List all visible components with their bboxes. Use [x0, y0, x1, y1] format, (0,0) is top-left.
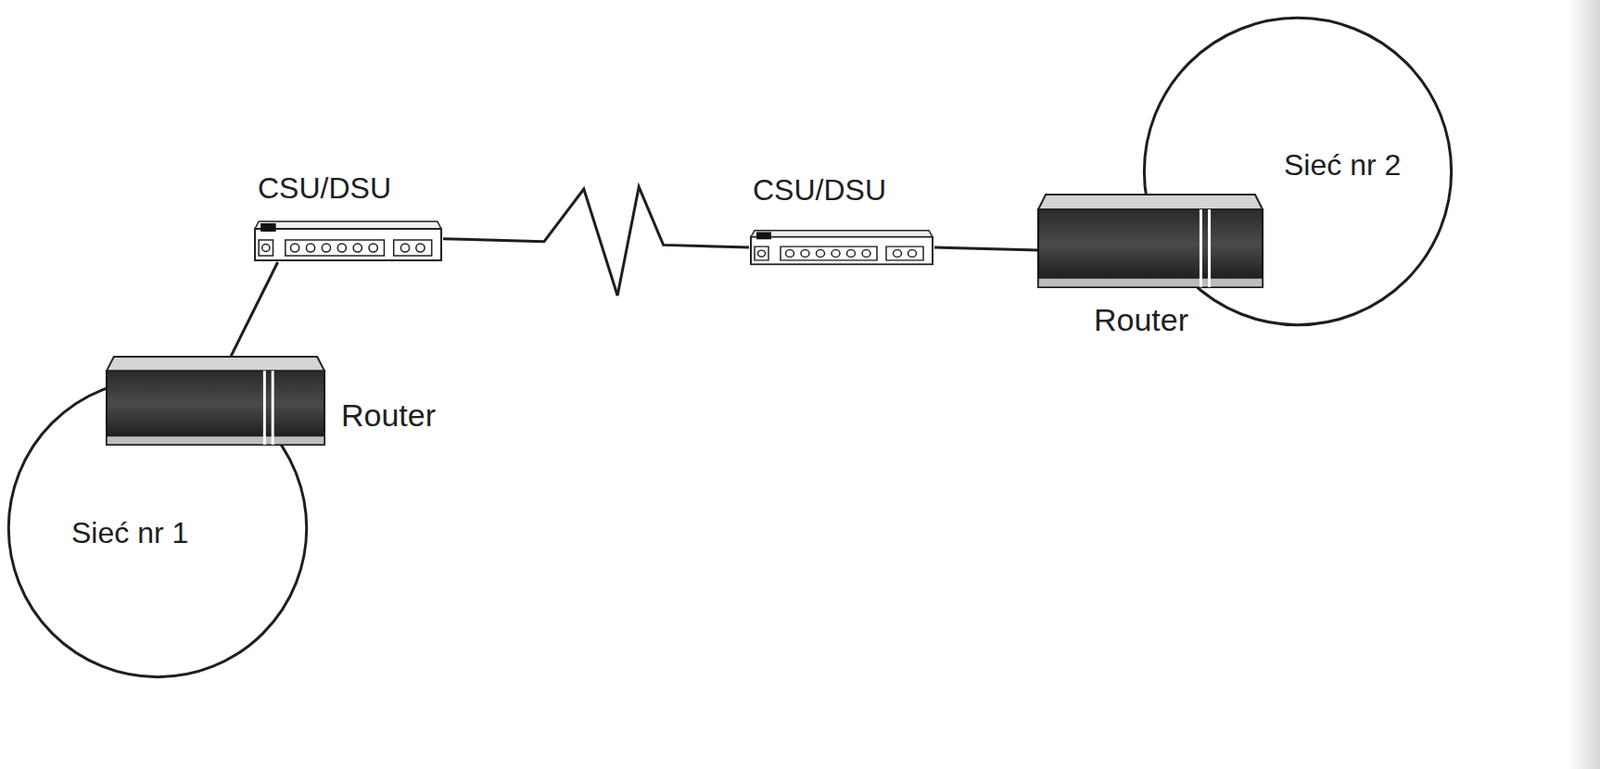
serial-cable [934, 247, 1039, 251]
scan-shadow [1568, 0, 1600, 769]
csu-dsu-symbol [749, 228, 935, 267]
network-label: Sieć nr 1 [71, 516, 189, 551]
router-symbol [106, 356, 325, 445]
device-label: CSU/DSU [752, 173, 887, 208]
router-symbol [1038, 194, 1263, 288]
label-holder: Sieć nr 2 [1283, 148, 1401, 183]
router: Router [106, 356, 325, 445]
label-holder: CSU/DSU [752, 173, 887, 208]
csu-dsu-unit: CSU/DSU [253, 219, 444, 263]
csu-dsu-symbol [253, 219, 444, 263]
wan-link [443, 187, 750, 296]
label-holder: CSU/DSU [257, 171, 392, 206]
label-holder: Router [1093, 302, 1189, 339]
label-holder: Router [341, 397, 436, 434]
device-label: CSU/DSU [257, 171, 392, 206]
csu-dsu-unit: CSU/DSU [749, 228, 935, 267]
device-label: Router [1093, 302, 1189, 339]
router: Router [1038, 194, 1263, 288]
label-holder: Sieć nr 1 [71, 516, 189, 551]
serial-cable [230, 262, 279, 357]
network-label: Sieć nr 2 [1283, 148, 1401, 183]
device-label: Router [341, 397, 436, 434]
